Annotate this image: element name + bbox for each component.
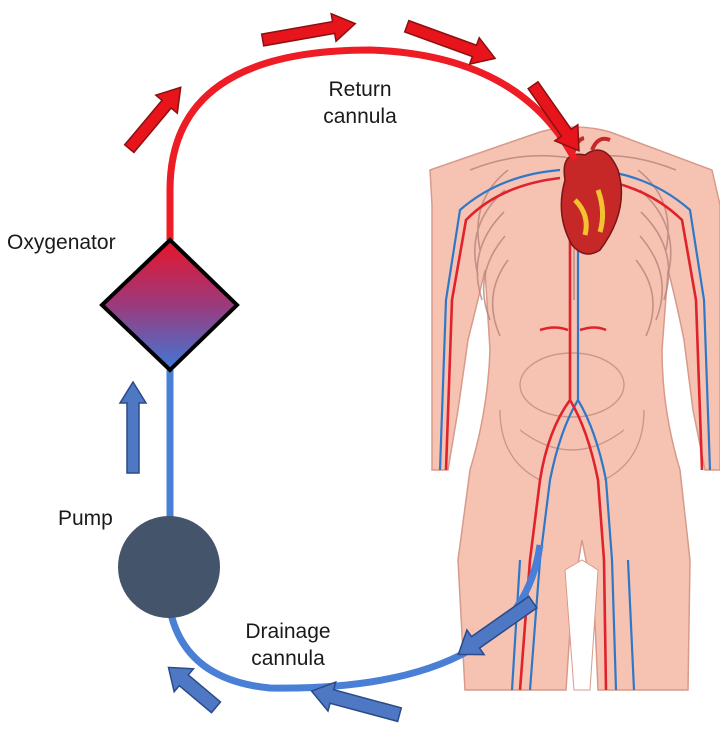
drainage-cannula-label: Drainage cannula xyxy=(228,618,348,672)
flow-arrow-icon xyxy=(159,656,226,719)
return-cannula-label: Return cannula xyxy=(300,76,420,130)
flow-arrow-icon xyxy=(120,382,146,473)
human-body-illustration xyxy=(430,127,720,690)
oxygenator-label: Oxygenator xyxy=(7,229,116,256)
oxygenator-diamond xyxy=(102,240,237,370)
pump-circle xyxy=(118,516,220,618)
flow-arrow-icon xyxy=(119,78,192,157)
pump-label: Pump xyxy=(58,505,113,532)
